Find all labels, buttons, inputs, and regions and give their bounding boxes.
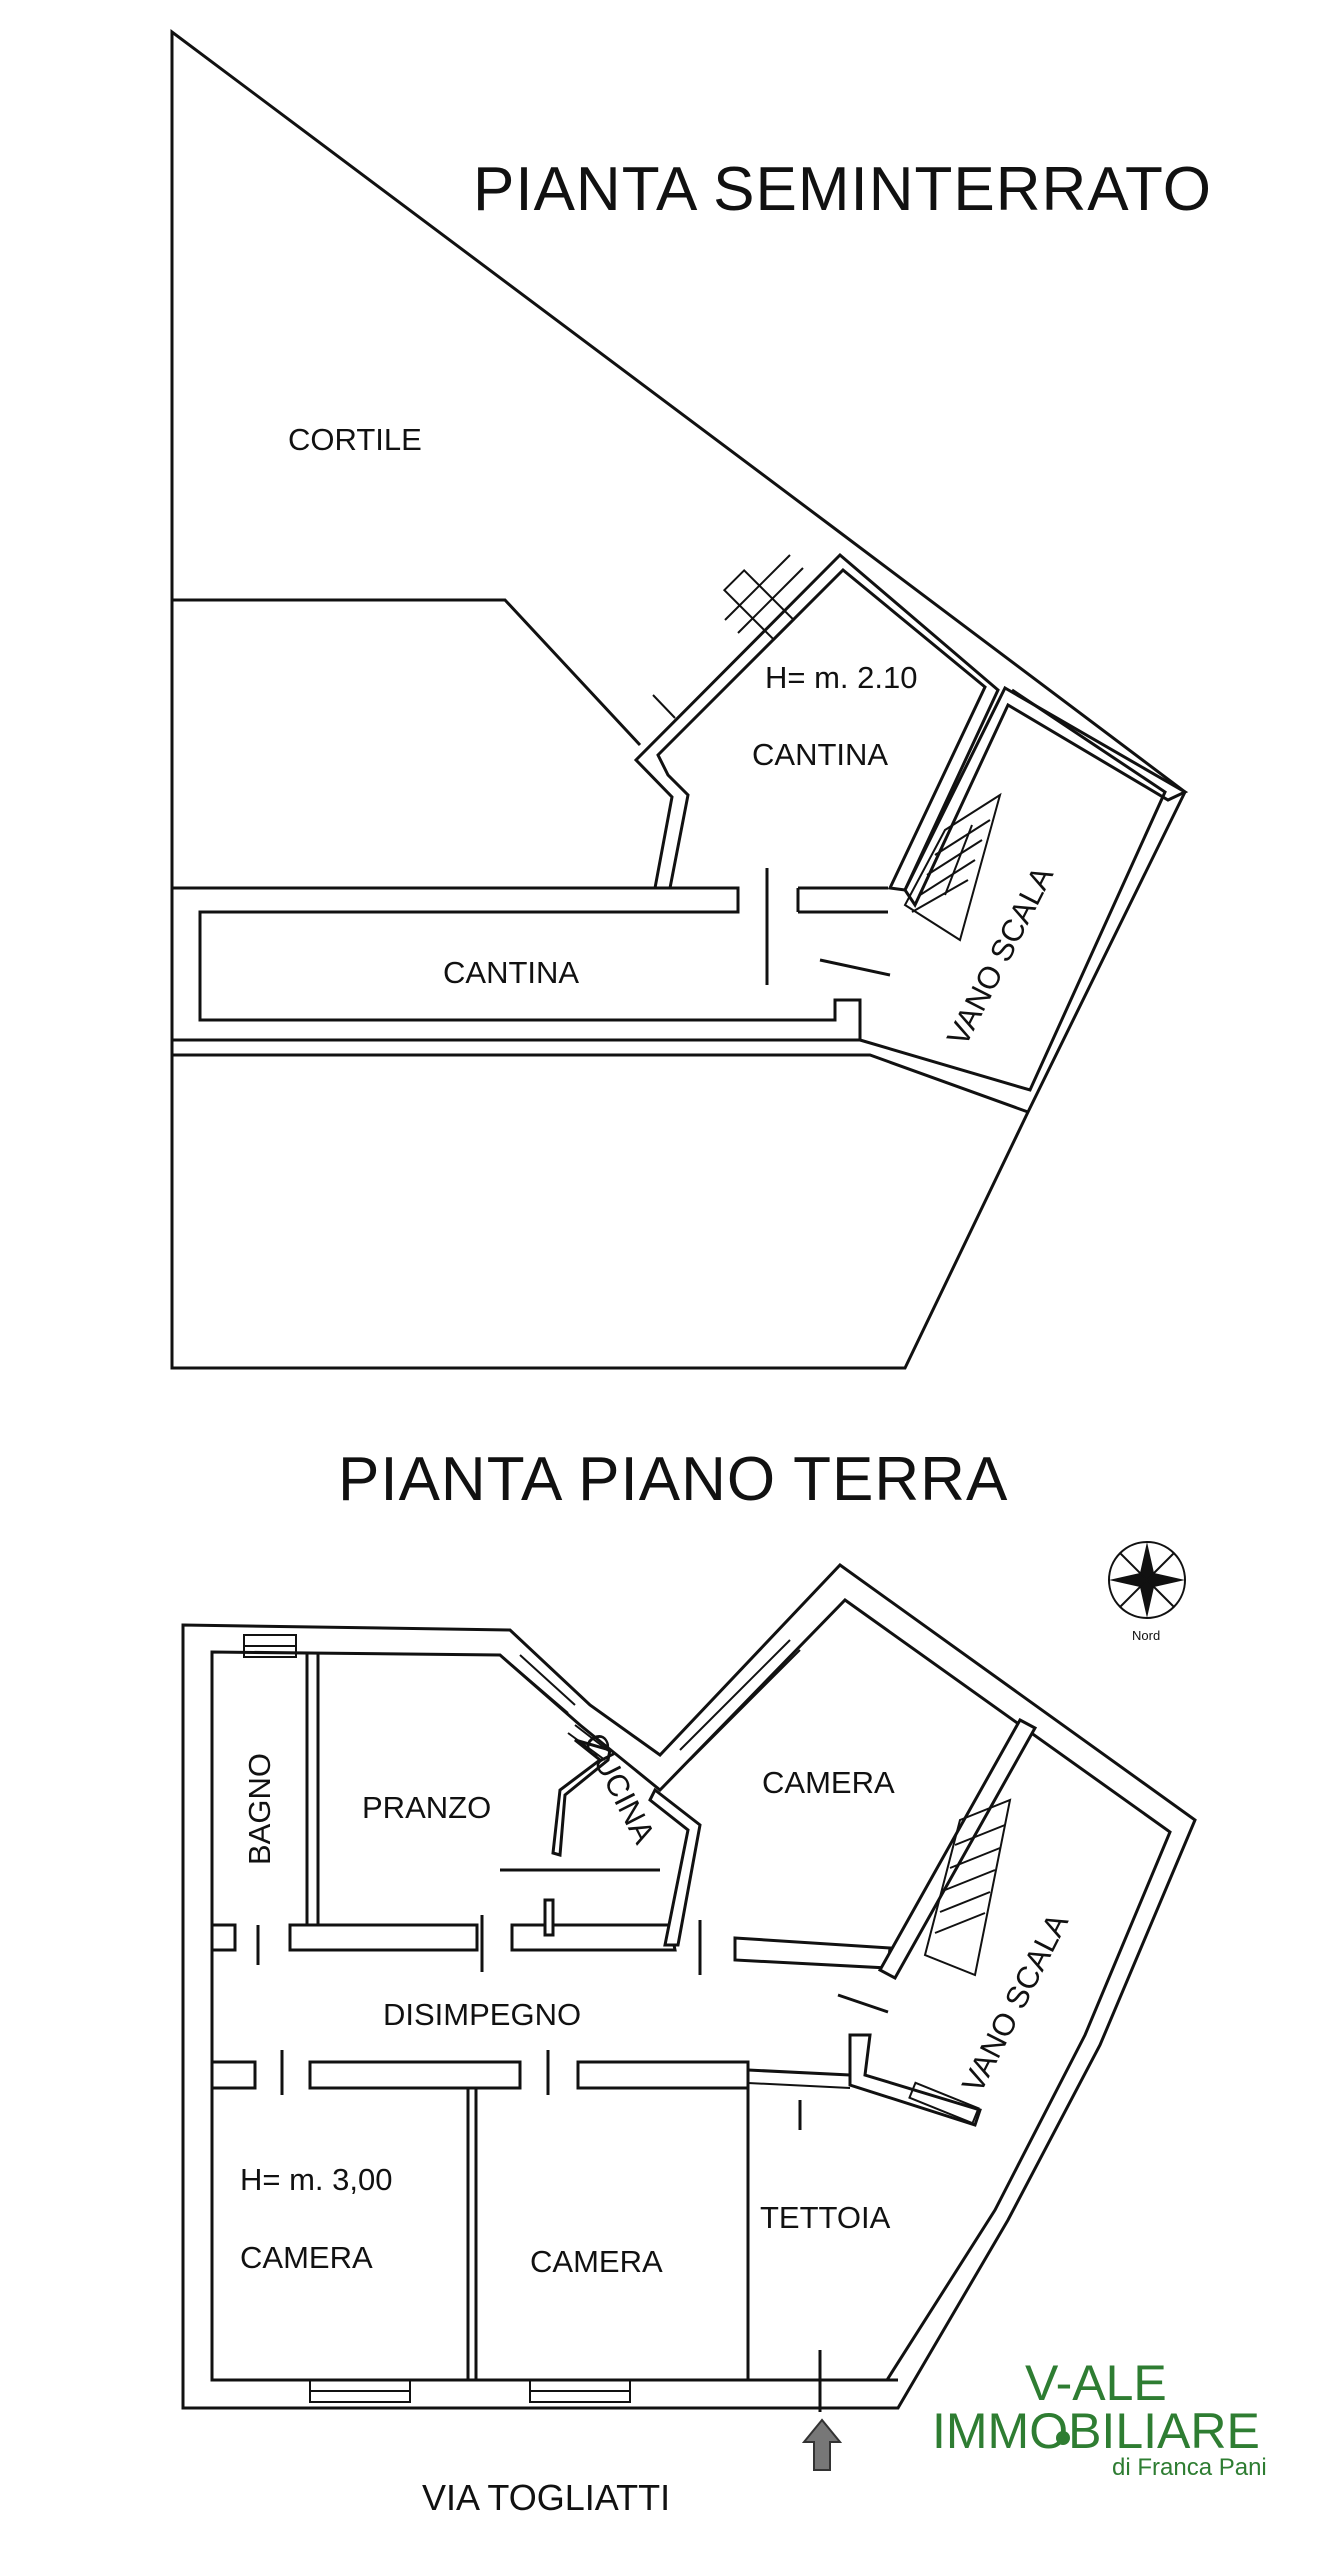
label-camera-s: CAMERA	[530, 2244, 663, 2279]
camera-ne-window	[679, 1639, 801, 1761]
label-camera-sw: CAMERA	[240, 2240, 373, 2275]
ground-stairs	[923, 1798, 1012, 1977]
label-disimpegno: DISIMPEGNO	[383, 1997, 581, 2032]
vano-scala-walls	[903, 685, 1189, 909]
logo-pin-icon	[1056, 2431, 1070, 2445]
label-ground-height: H= m. 3,00	[240, 2162, 393, 2197]
cucina-camera-wall	[648, 1787, 702, 1947]
label-basement-height: H= m. 2.10	[765, 660, 918, 695]
basement-title: PIANTA SEMINTERRATO	[473, 155, 1212, 224]
label-cantina-upper: CANTINA	[752, 737, 888, 772]
compass-label: Nord	[1132, 1628, 1160, 1643]
logo-line2: IMMOBILIARE	[932, 2403, 1260, 2459]
basement-plan: PIANTA SEMINTERRATO CORTILE H= m. 2.10 C…	[170, 29, 1212, 1370]
label-camera-ne: CAMERA	[762, 1765, 895, 1800]
ground-outer-walls	[181, 1563, 1197, 2410]
entrance-arrow-icon	[801, 2418, 843, 2471]
corridor-south-wall	[210, 2033, 982, 2127]
label-cortile: CORTILE	[288, 422, 422, 457]
corridor-north-wall	[210, 1923, 892, 1970]
basement-lot-outline	[170, 29, 1187, 1370]
logo-line3: di Franca Pani	[1112, 2454, 1267, 2481]
ground-floor-plan: Nord	[181, 1445, 1197, 2518]
door-leaf-stair	[837, 1993, 889, 2014]
courtyard-wall	[172, 598, 642, 747]
vano-scala-room	[859, 688, 1167, 1092]
label-cantina-lower: CANTINA	[443, 955, 579, 990]
label-bagno: BAGNO	[242, 1753, 277, 1865]
cucina-window	[511, 1654, 611, 1761]
camera-stair-wall	[877, 1717, 1038, 1981]
compass-rose-icon: Nord	[1108, 1541, 1186, 1643]
stair-window	[908, 2081, 980, 2125]
cucina-walls	[551, 1738, 612, 1857]
tettoia-top-edge	[747, 2068, 851, 2077]
label-basement-vano-scala: VANO SCALA	[940, 861, 1060, 1052]
logo-line1: V-ALE	[1025, 2355, 1167, 2411]
door-leaf	[819, 958, 891, 977]
kitchen-stub	[543, 1898, 555, 1937]
label-pranzo: PRANZO	[362, 1790, 491, 1825]
door-swing-mark	[652, 694, 676, 719]
cantina-lower-walls	[170, 886, 862, 1042]
cantina-window	[722, 568, 796, 642]
basement-stairs	[903, 792, 1002, 942]
south-windows	[309, 2379, 631, 2403]
agency-logo: V-ALE IMMOBILIARE di Franca Pani	[932, 2355, 1267, 2481]
label-street: VIA TOGLIATTI	[422, 2477, 670, 2518]
label-tettoia: TETTOIA	[760, 2200, 891, 2235]
lower-boundary-line	[172, 1053, 1029, 1114]
ground-title: PIANTA PIANO TERRA	[338, 1445, 1008, 1514]
